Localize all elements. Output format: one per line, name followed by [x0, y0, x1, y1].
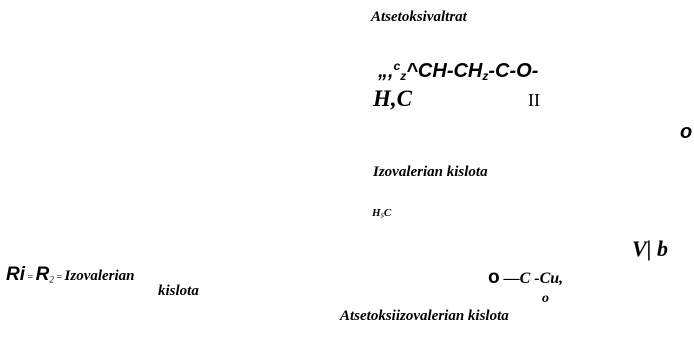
h5c-h: H: [372, 207, 381, 219]
ester-o-below: o: [542, 291, 549, 306]
r-label-line2: kislota: [158, 283, 199, 299]
h5c-group: H5C: [372, 208, 391, 220]
r2-subscript: 2: [49, 274, 54, 285]
formula-main: ^CH-CH: [406, 60, 483, 83]
formula-sup: c: [393, 59, 401, 73]
oxygen-right: o: [680, 121, 693, 143]
h5c-sub: 5: [380, 212, 384, 220]
formula-line-2-double-bond: II: [528, 90, 540, 110]
r-label-line1: Izovalerian: [64, 268, 135, 284]
compound-title-bottom: Atsetoksiizovalerian kislota: [340, 308, 509, 324]
compound-title-top: Atsetoksivaltrat: [371, 9, 467, 25]
r-eq-2: =: [53, 272, 65, 283]
compound-title-middle: Izovalerian kislota: [373, 164, 488, 180]
ester-formula: o —C -Cu,: [488, 268, 563, 287]
r-eq-1: =: [25, 272, 36, 283]
formula-sub-2: z: [482, 69, 489, 84]
formula-sub: z: [400, 69, 407, 84]
formula-prefix: „‚: [378, 60, 394, 83]
h5c-c: C: [383, 207, 392, 219]
formula-tail: -C-O-: [488, 60, 539, 83]
ester-tail: —C -Cu,: [499, 270, 564, 287]
r1-symbol: Ri: [6, 264, 25, 285]
formula-line-1: „‚cz^CH-CHz-C-O-: [378, 60, 538, 82]
formula-line-2-hc: H,C: [373, 86, 412, 111]
r2-symbol: R: [35, 264, 50, 285]
vb-label: V| b: [632, 236, 669, 261]
r-definition: Ri = R2 = Izovalerian: [6, 265, 135, 284]
ester-o: o: [488, 267, 500, 288]
